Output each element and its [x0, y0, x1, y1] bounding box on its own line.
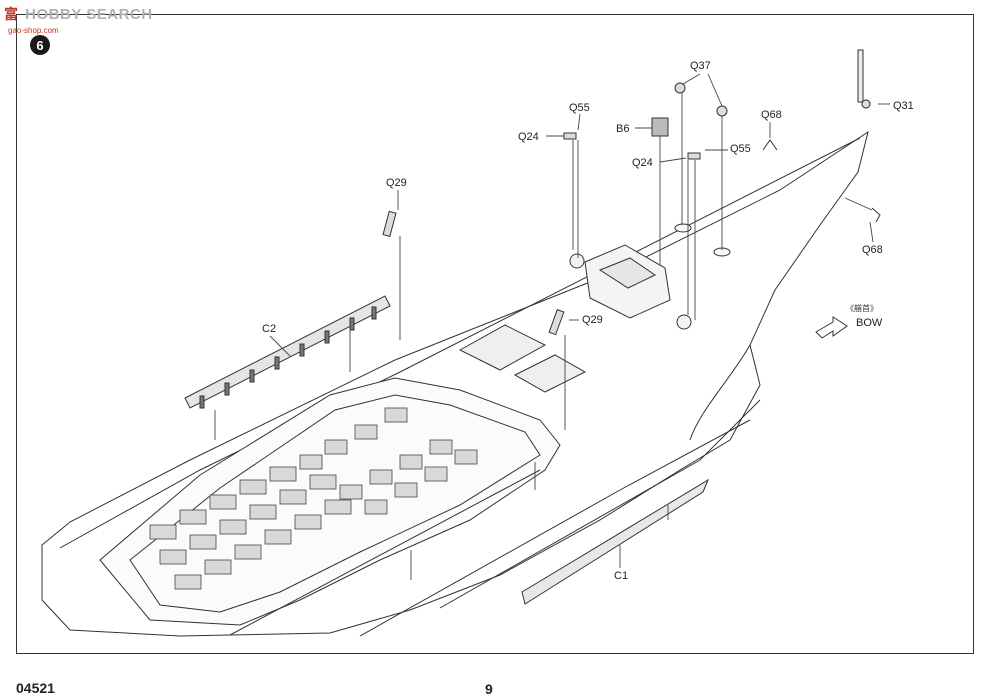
callout-q55-mid: Q55 [730, 143, 751, 155]
mount-ring-3 [674, 223, 692, 233]
part-q68-side [871, 207, 881, 223]
callout-q68-top: Q68 [761, 109, 782, 121]
watermark-text: HOBBY SEARCH [25, 6, 153, 23]
callout-q68-side: Q68 [862, 244, 883, 256]
mount-ring-2 [676, 314, 692, 330]
part-q29-mid [548, 309, 565, 336]
bow-arrow [815, 316, 848, 339]
part-q68-top [762, 139, 778, 151]
callout-q55-top: Q55 [569, 102, 590, 114]
watermark: 富 HOBBY SEARCH [4, 4, 153, 24]
callout-c1: C1 [614, 570, 629, 582]
product-code: 04521 [16, 680, 55, 696]
part-q31 [861, 99, 871, 109]
callout-b6: B6 [616, 123, 630, 135]
part-c2 [184, 295, 391, 409]
mount-ring-1 [569, 253, 585, 269]
mast [857, 49, 871, 109]
watermark-url: gao-shop.com [8, 26, 59, 35]
watermark-brand: 富 [4, 6, 19, 22]
callout-q29-left: Q29 [386, 177, 407, 189]
part-b6 [651, 117, 669, 137]
callout-q31: Q31 [893, 100, 914, 112]
step-number-badge: 6 [30, 35, 50, 55]
callout-c2: C2 [262, 323, 277, 335]
callout-q29-mid: Q29 [582, 314, 603, 326]
part-q24-top [563, 132, 577, 140]
part-q29-left [382, 210, 397, 237]
instruction-frame [16, 14, 974, 654]
bow-label: BOW [856, 317, 883, 329]
callout-q37: Q37 [690, 60, 711, 72]
part-c1 [521, 478, 710, 605]
callout-q24-mid: Q24 [632, 157, 653, 169]
callout-q24-top: Q24 [518, 131, 539, 143]
superstructure-block [458, 324, 547, 371]
part-q37-b [716, 105, 728, 117]
bow-cn-label: 《艏首》 [846, 304, 878, 313]
page-number: 9 [485, 681, 493, 697]
part-q37-a [674, 82, 686, 94]
part-q24-mid [687, 152, 701, 160]
